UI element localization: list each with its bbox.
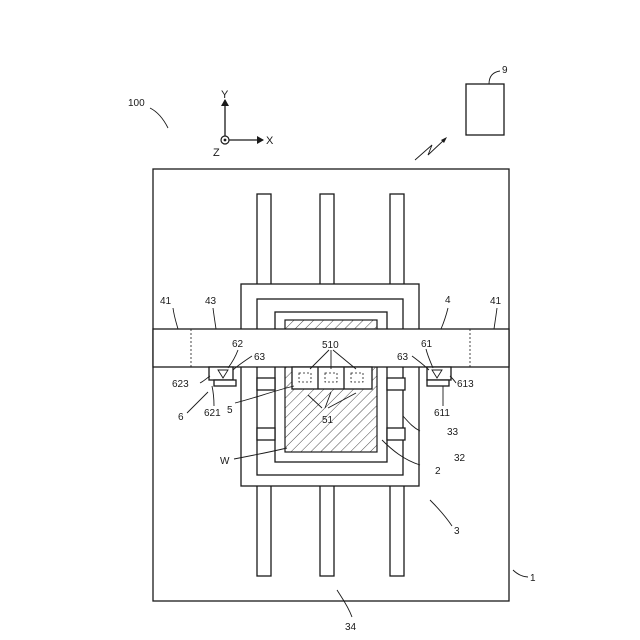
label-6: 6 — [178, 412, 184, 423]
controller-9 — [466, 84, 504, 135]
wireless-icon — [415, 140, 444, 160]
label-61: 61 — [421, 339, 433, 350]
label-510: 510 — [322, 340, 339, 351]
label-4: 4 — [445, 295, 451, 306]
camera-unit-left — [209, 367, 236, 386]
camera-unit-right — [427, 367, 451, 386]
label-3: 3 — [454, 526, 460, 537]
label-9: 9 — [502, 65, 508, 76]
label-33: 33 — [447, 427, 459, 438]
label-63-right: 63 — [397, 352, 409, 363]
axis-z-label: Z — [213, 147, 220, 159]
label-43: 43 — [205, 296, 217, 307]
label-611: 611 — [434, 408, 450, 419]
axis-y-label: Y — [221, 89, 229, 101]
label-w: W — [220, 456, 230, 467]
axis-indicator — [221, 100, 263, 144]
label-100: 100 — [128, 98, 145, 109]
leader-9 — [489, 71, 500, 84]
label-621: 621 — [204, 408, 221, 419]
label-5: 5 — [227, 405, 233, 416]
axis-x-label: X — [266, 135, 274, 147]
label-32: 32 — [454, 453, 466, 464]
label-613: 613 — [457, 379, 474, 390]
label-62: 62 — [232, 339, 244, 350]
label-1: 1 — [530, 573, 536, 584]
label-41-left: 41 — [160, 296, 172, 307]
label-63-left: 63 — [254, 352, 266, 363]
label-623: 623 — [172, 379, 189, 390]
label-34: 34 — [345, 622, 357, 633]
label-51: 51 — [322, 415, 334, 426]
label-41-right: 41 — [490, 296, 502, 307]
label-2: 2 — [435, 466, 441, 477]
head-unit-5 — [292, 367, 372, 389]
